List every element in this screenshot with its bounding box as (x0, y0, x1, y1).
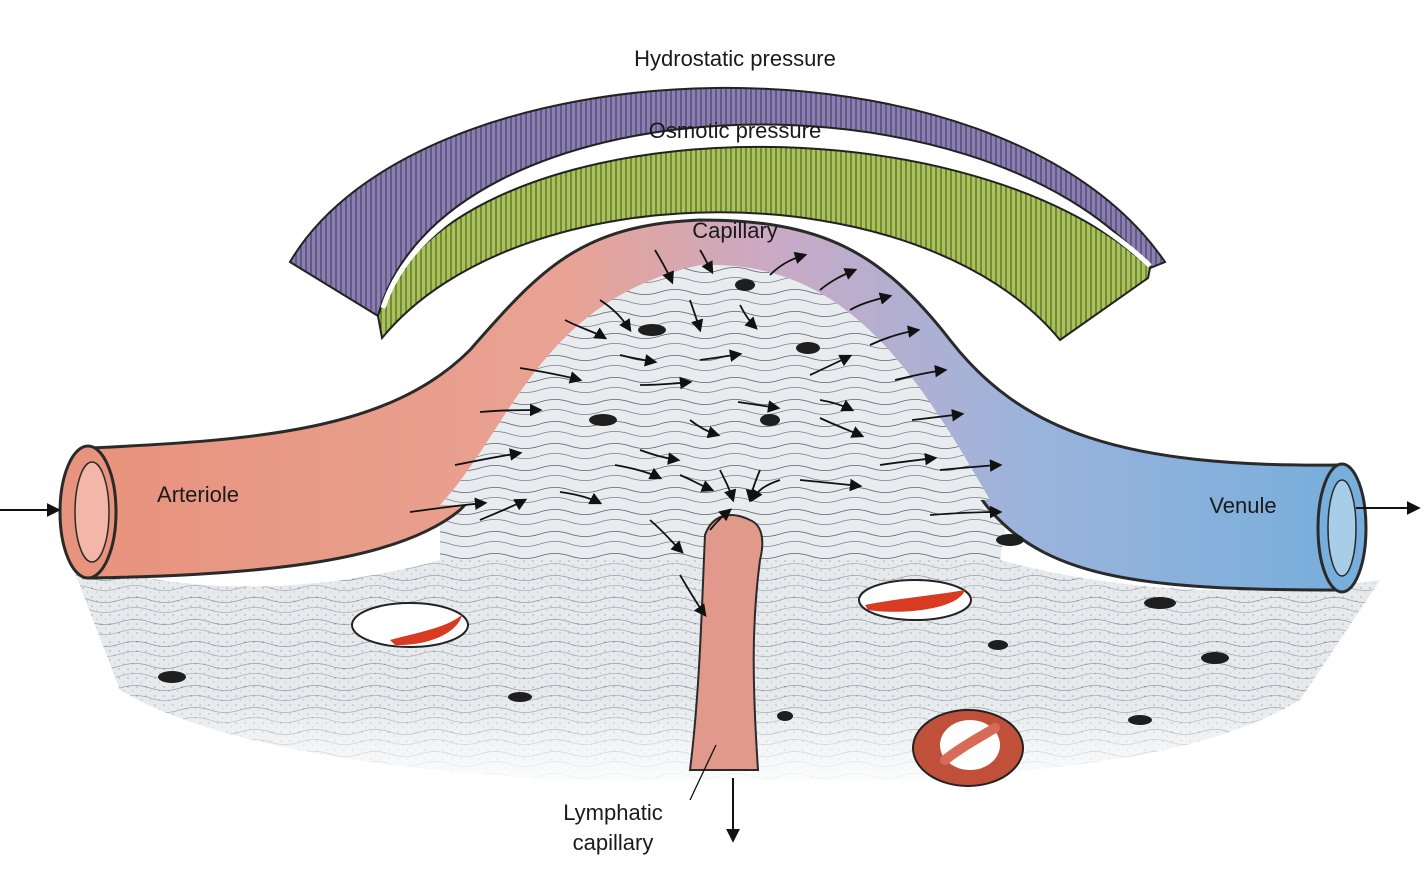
cell-nuclei (158, 279, 1229, 725)
lymphatic-capillary (688, 514, 764, 771)
hydrostatic-pressure-band (288, 87, 1167, 318)
venule-opening (1316, 462, 1368, 594)
osmotic-pressure-label: Osmotic pressure (649, 118, 821, 143)
fluid-flow-arrows (409, 249, 1003, 618)
tissue-vessel-bottom (912, 709, 1024, 787)
lymphatic-leader-line (689, 744, 717, 801)
lymphatic-label-line1: Lymphatic (563, 800, 662, 825)
capillary-label: Capillary (692, 218, 778, 243)
venule-label: Venule (1209, 493, 1276, 518)
tissue-vessel-right (858, 579, 972, 621)
tissue-vessel-left (351, 602, 469, 648)
hydrostatic-pressure-label: Hydrostatic pressure (634, 46, 836, 71)
osmotic-pressure-band (376, 145, 1152, 342)
arteriole-opening (58, 444, 118, 580)
lymphatic-label-line2: capillary (573, 830, 654, 855)
arteriole-label: Arteriole (157, 482, 239, 507)
